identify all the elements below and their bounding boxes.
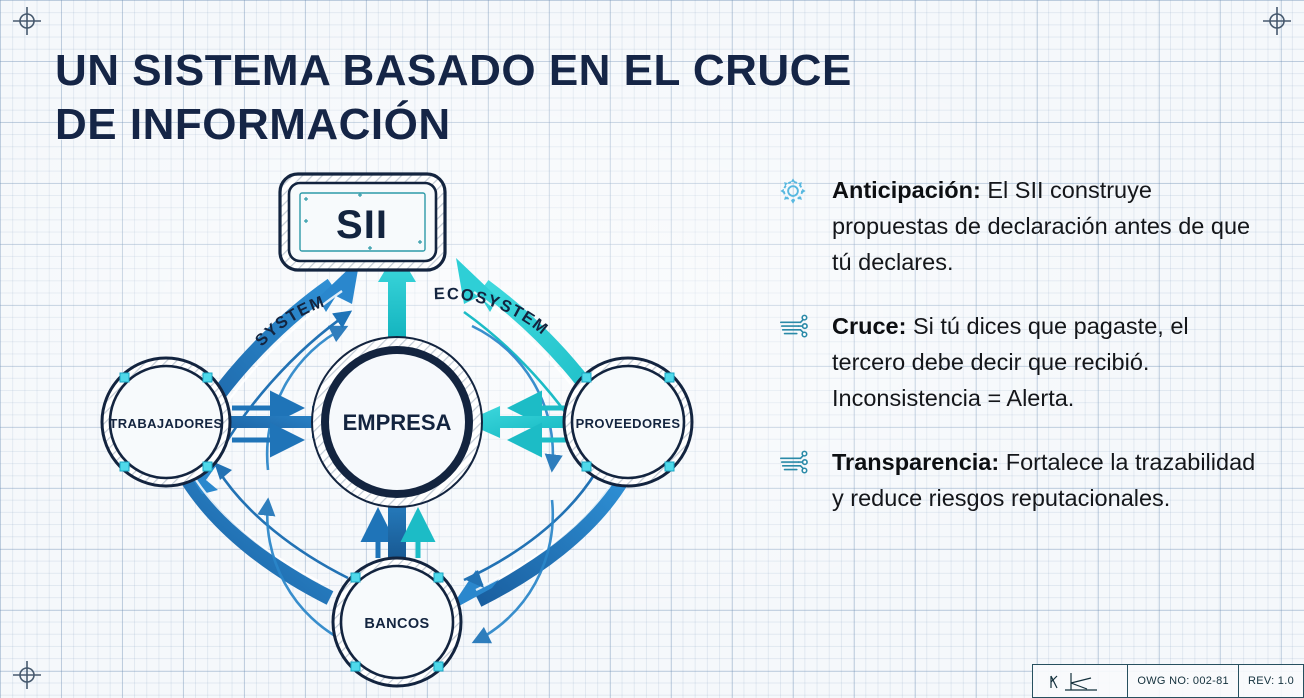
list-item-body: Si tú dices que pagaste, el tercero debe… bbox=[832, 313, 1189, 411]
node-empresa[interactable]: EMPRESA bbox=[311, 336, 483, 508]
gear-icon bbox=[778, 172, 814, 211]
node-bancos-label: BANCOS bbox=[364, 616, 429, 632]
node-trabajadores-label: TRABAJADORES bbox=[109, 416, 222, 431]
drawing-number: OWG NO: 002-81 bbox=[1127, 665, 1238, 697]
revision-number: REV: 1.0 bbox=[1237, 665, 1303, 697]
arrow-empresa-to-sii bbox=[378, 250, 416, 338]
list-item-text: Anticipación: El SII construye propuesta… bbox=[832, 172, 1262, 280]
node-empresa-label: EMPRESA bbox=[343, 410, 452, 435]
list-item-lead: Transparencia: bbox=[832, 449, 1000, 475]
registration-mark-icon bbox=[13, 661, 41, 689]
page-title-line-1: UN SISTEMA BASADO EN EL CRUCE bbox=[55, 46, 852, 95]
drafting-symbol-icon bbox=[1033, 665, 1127, 697]
list-item-lead: Anticipación: bbox=[832, 177, 981, 203]
list-item-text: Transparencia: Fortalece la trazabilidad… bbox=[832, 444, 1262, 516]
node-sii-label: SII bbox=[336, 203, 388, 247]
information-crossing-diagram: SYSTEM ECOSYSTEM EMPRESA bbox=[60, 150, 760, 698]
drawing-title-block: OWG NO: 002-81 REV: 1.0 bbox=[1032, 664, 1304, 698]
circuit-nodes-icon bbox=[778, 308, 814, 347]
node-bancos[interactable]: BANCOS bbox=[331, 556, 463, 688]
page-title-line-2: DE INFORMACIÓN bbox=[55, 100, 451, 149]
list-item-text: Cruce: Si tú dices que pagaste, el terce… bbox=[832, 308, 1262, 416]
registration-mark-icon bbox=[13, 7, 41, 35]
list-item-lead: Cruce: bbox=[832, 313, 907, 339]
inner-flow-ring bbox=[257, 324, 563, 644]
node-sii[interactable]: SII bbox=[278, 172, 447, 272]
node-proveedores[interactable]: PROVEEDORES bbox=[562, 356, 694, 488]
diagram-label-system-left: SYSTEM bbox=[252, 292, 328, 349]
key-points-list: Anticipación: El SII construye propuesta… bbox=[778, 172, 1278, 544]
page-title: UN SISTEMA BASADO EN EL CRUCE DE INFORMA… bbox=[55, 44, 1015, 152]
registration-mark-icon bbox=[1263, 7, 1291, 35]
diagram-label-system-right: ECOSYSTEM bbox=[434, 285, 552, 339]
list-item: Transparencia: Fortalece la trazabilidad… bbox=[778, 444, 1278, 516]
node-trabajadores[interactable]: TRABAJADORES bbox=[100, 356, 232, 488]
node-proveedores-label: PROVEEDORES bbox=[576, 416, 681, 431]
list-item-body: El SII construye propuestas de declaraci… bbox=[832, 177, 1251, 275]
circuit-nodes-icon bbox=[778, 444, 814, 483]
arrow-proveedores-to-bancos bbox=[448, 471, 629, 612]
list-item: Cruce: Si tú dices que pagaste, el terce… bbox=[778, 308, 1278, 416]
list-item-body: Fortalece la trazabilidad y reduce riesg… bbox=[832, 449, 1256, 511]
list-item: Anticipación: El SII construye propuesta… bbox=[778, 172, 1278, 280]
